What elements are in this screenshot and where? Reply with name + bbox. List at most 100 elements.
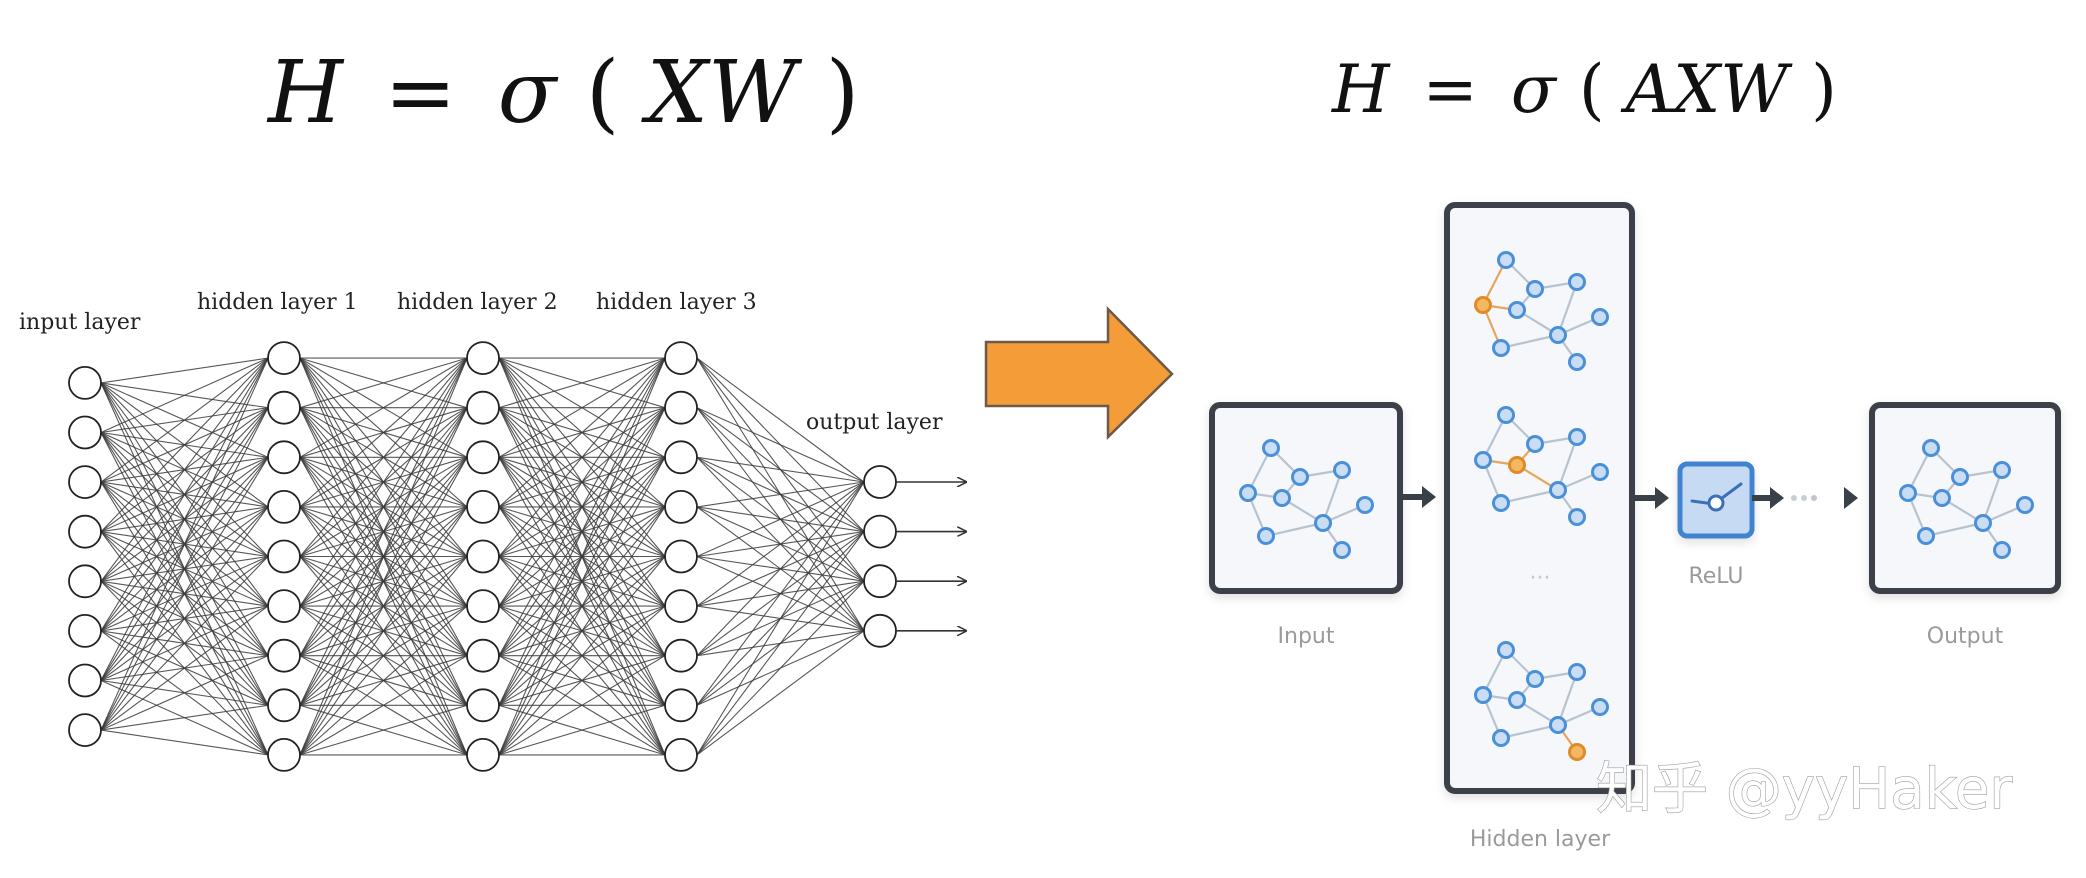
- formula-gcn-eq: =: [1423, 51, 1478, 128]
- mlp-connection: [696, 481, 865, 607]
- graph-node: [1568, 508, 1586, 526]
- mlp-connection: [498, 357, 666, 656]
- hidden-neuron: [267, 589, 301, 623]
- output-neuron: [863, 613, 897, 648]
- hidden-graph: [1474, 406, 1609, 526]
- graph-node: [2016, 496, 2034, 514]
- mlp-connection: [696, 456, 865, 483]
- hidden-graph: [1474, 641, 1609, 761]
- graph-node: [1974, 514, 1992, 532]
- graph-node: [1917, 527, 1935, 545]
- mlp-connection: [299, 457, 468, 756]
- hidden-neuron: [466, 589, 500, 623]
- mlp-connection: [299, 357, 468, 607]
- mlp-connection: [498, 357, 666, 607]
- mlp-connection: [299, 357, 468, 409]
- mlp-connection: [100, 357, 269, 582]
- graph-node: [1474, 686, 1492, 704]
- graph-node-highlighted: [1568, 743, 1586, 761]
- mlp-connection: [100, 605, 269, 731]
- graph-node: [1508, 301, 1526, 319]
- mlp-connection: [299, 605, 468, 756]
- formula-mlp-args: XW: [641, 43, 803, 143]
- mlp-connection: [100, 457, 269, 731]
- mlp-connection: [299, 357, 468, 706]
- graph-edge: [1556, 671, 1579, 726]
- graph-node: [1526, 280, 1544, 298]
- label-hidden-layer-1: hidden layer 1: [197, 290, 358, 315]
- graph-node: [1492, 339, 1510, 357]
- mlp-connection: [498, 357, 666, 756]
- mlp-connection: [100, 357, 269, 681]
- graph-node: [1314, 514, 1332, 532]
- mlp-connection: [498, 605, 666, 756]
- mlp-connection: [100, 357, 269, 384]
- graph-edge: [1321, 469, 1344, 524]
- mlp-connection: [696, 357, 865, 483]
- output-neuron: [863, 465, 897, 499]
- mlp-connection: [299, 506, 468, 756]
- formula-mlp-open: (: [586, 43, 620, 143]
- mlp-connection: [299, 357, 468, 458]
- graph-node: [1993, 541, 2011, 559]
- hidden-neuron: [664, 390, 698, 425]
- graph-node: [1262, 439, 1280, 457]
- mlp-connection: [100, 357, 269, 731]
- mlp-connection: [696, 407, 865, 483]
- output-neuron: [863, 514, 897, 549]
- hidden-neuron: [466, 688, 500, 723]
- mlp-connection: [299, 655, 468, 756]
- input-graph: [1239, 439, 1374, 559]
- mlp-connection: [299, 357, 468, 557]
- formula-gcn-lhs: H: [1331, 51, 1391, 128]
- hidden-neuron: [267, 688, 301, 723]
- graph-node: [1549, 326, 1567, 344]
- hidden-neuron: [267, 738, 301, 772]
- hidden-ellipsis: ···: [1530, 566, 1551, 591]
- flow-arrow-relu-to-output: [1752, 487, 1858, 509]
- hidden-neuron: [466, 738, 500, 772]
- graph-node: [1497, 406, 1515, 424]
- formula-gcn: H = σ ( AXW ): [1331, 51, 1837, 128]
- mlp-connection: [498, 704, 666, 756]
- mlp-connection: [299, 357, 468, 756]
- gcn-input-box: [1209, 402, 1403, 594]
- graph-node: [1568, 353, 1586, 371]
- hidden-neuron: [664, 738, 698, 772]
- formula-mlp-close: ): [826, 43, 860, 143]
- graph-node: [1568, 273, 1586, 291]
- mlp-connection: [498, 655, 666, 756]
- relu-switch-pivot: [1707, 494, 1725, 512]
- mlp-connection: [100, 556, 269, 731]
- graph-node: [1492, 729, 1510, 747]
- mlp-connection: [299, 357, 468, 508]
- graph-node: [1933, 489, 1951, 507]
- hidden-neuron: [267, 638, 301, 673]
- hidden-neuron: [664, 589, 698, 623]
- mlp-connection: [498, 357, 666, 706]
- mlp-connection: [696, 531, 865, 756]
- label-gcn-hidden: Hidden layer: [1470, 827, 1611, 852]
- mlp-connection: [696, 481, 865, 706]
- hidden-neuron: [466, 489, 500, 524]
- graph-node: [1291, 468, 1309, 486]
- mlp-connection: [299, 556, 468, 756]
- graph-edge: [1265, 521, 1324, 538]
- mlp-neurons: [68, 341, 897, 772]
- graph-node: [1497, 251, 1515, 269]
- input-neuron: [68, 365, 102, 400]
- graph-node: [1568, 663, 1586, 681]
- graph-node: [1568, 428, 1586, 446]
- mlp-connection: [498, 357, 666, 508]
- label-hidden-layer-3: hidden layer 3: [596, 290, 757, 315]
- gcn-graphs: [1239, 251, 2034, 761]
- label-hidden-layer-2: hidden layer 2: [397, 290, 558, 315]
- input-neuron: [68, 713, 102, 747]
- hidden-neuron: [466, 440, 500, 475]
- mlp-connection: [498, 407, 666, 756]
- mlp-connection: [498, 556, 666, 756]
- hidden-neuron: [267, 341, 301, 376]
- mlp-connection: [100, 357, 269, 632]
- formula-mlp-sigma: σ: [498, 43, 559, 143]
